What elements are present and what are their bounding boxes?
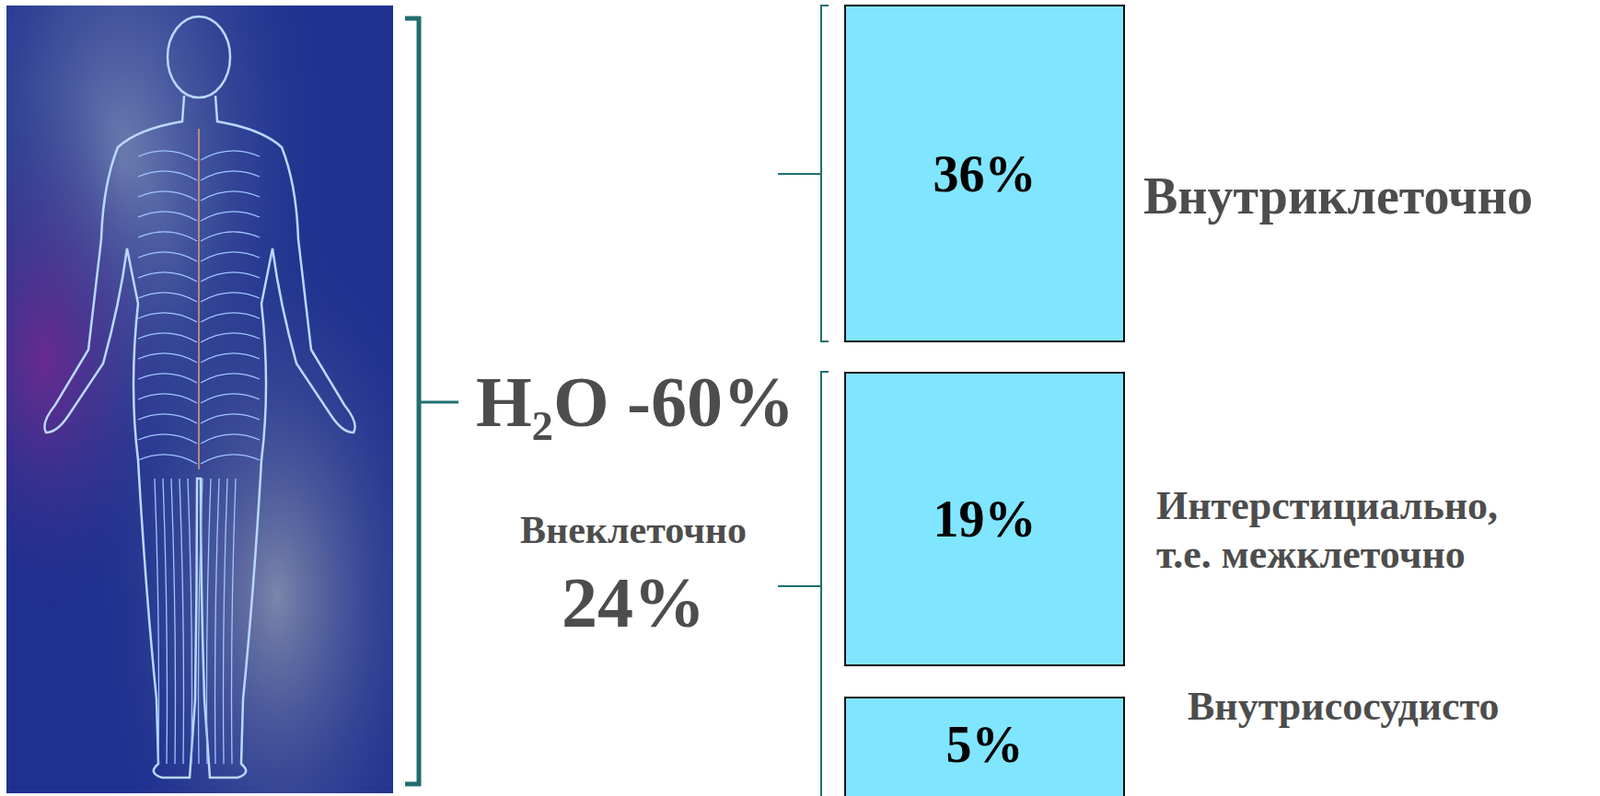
compartment-label: Внутриклеточно (1143, 165, 1533, 228)
contour-line (154, 478, 203, 765)
percent-value: 36% (933, 144, 1037, 204)
contour-line (138, 434, 260, 444)
contour-line (162, 478, 211, 765)
contour-line (138, 150, 260, 161)
bracket (405, 18, 419, 785)
contour-line (138, 272, 260, 282)
contour-line (138, 414, 260, 424)
contour-line (138, 333, 260, 343)
compartment-label: Интерстициально, т.е. межклеточно (1156, 482, 1562, 580)
contour-line (138, 454, 260, 464)
contour-line (138, 191, 260, 201)
percent-box: 19% (844, 371, 1125, 667)
contour-line (138, 353, 260, 363)
compartment-label: Внутрисосудисто (1187, 683, 1500, 732)
leader-line (777, 585, 822, 588)
percent-value: 5% (946, 715, 1024, 775)
total-water: H₂O -60% (472, 359, 799, 446)
leader-line (777, 173, 822, 175)
contour-line (138, 252, 260, 262)
extracellular-value: 24% (561, 559, 706, 647)
contour-line (187, 478, 236, 765)
percent-value: 19% (933, 489, 1037, 549)
percent-box: 36% (844, 4, 1125, 343)
contour-line (138, 231, 260, 242)
body-picture (6, 5, 394, 794)
bracket (821, 371, 829, 796)
contour-line (138, 292, 260, 302)
percent-box: 5% (844, 696, 1125, 796)
contour-line (138, 313, 260, 323)
extracellular-label: Внеклеточно (520, 507, 747, 554)
leader-line (418, 401, 459, 405)
contour-line (138, 394, 260, 404)
contour-line (179, 478, 228, 765)
contour-line (138, 211, 260, 221)
bracket (821, 5, 829, 342)
contour-line (138, 373, 260, 383)
contour-line (171, 478, 220, 765)
contour-line (138, 171, 260, 181)
